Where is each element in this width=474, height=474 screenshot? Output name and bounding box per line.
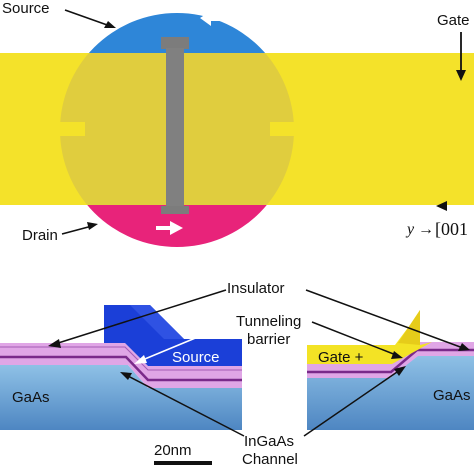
insulator-pointer-right-head [458,343,470,351]
insulator-label: Insulator [227,280,285,297]
tunneling-label-line2: barrier [247,331,290,348]
gaas-right-label: GaAs [433,387,471,404]
drain-pointer [61,225,93,235]
tunneling-pointer-left-head [134,355,147,364]
source-pointer [64,9,111,27]
ingaas-pointer-left-head [120,372,132,380]
channel-right [307,348,474,374]
arrow-right-icon [156,221,183,235]
tunneling-pointer-right [311,321,397,356]
insulator-pointer-left [54,289,227,345]
tunneling-label-line1: Tunneling [236,313,301,330]
axis-arrow-label: → [418,221,434,238]
gate-block [307,310,432,364]
source-label: Source [2,0,50,17]
channel-bar [161,37,189,49]
insulator-pointer-left-head [48,339,61,348]
source-block-face [130,305,184,339]
drain-label: Drain [22,227,58,244]
ingaas-label-line1: InGaAs [244,433,294,450]
arrow-left-icon [200,11,225,26]
channel-left-top [0,346,242,371]
ring-gap-left [55,122,85,136]
ring-gap-right [270,122,300,136]
axis-var-label: y [405,221,415,238]
insulator-left [0,343,242,388]
ingaas-pointer-right-head [394,366,406,376]
top-panel: Source Gate Drain y → [001 [0,0,474,247]
substrate-left [0,365,242,430]
bottom-panel: Source GaAs Gate + GaAs Insulator Tunnel… [0,280,474,468]
gate-label: Gate [437,12,470,29]
channel-left [0,355,242,382]
substrate-right [307,355,474,430]
channel-stem [166,48,184,210]
arrow-left-small-icon [436,201,447,211]
channel-bar-bottom [161,206,189,214]
source-pointer-head [104,21,116,28]
ingaas-label-line2: Channel [242,451,298,468]
ingaas-pointer-right [303,369,401,437]
tunneling-pointer-right-head [391,351,403,359]
scale-bar [154,461,212,465]
gate-block-label: Gate + [318,349,364,366]
arrow-down-icon [456,32,466,81]
ingaas-pointer-left [125,374,245,437]
source-block-label: Source [172,349,220,366]
axis-direction-label: [001 [435,219,468,239]
tunneling-pointer-left [139,321,235,362]
gaas-left-label: GaAs [12,389,50,406]
drain-pointer-head [87,222,98,230]
insulator-pointer-right [305,289,464,349]
scale-label: 20nm [154,442,192,459]
